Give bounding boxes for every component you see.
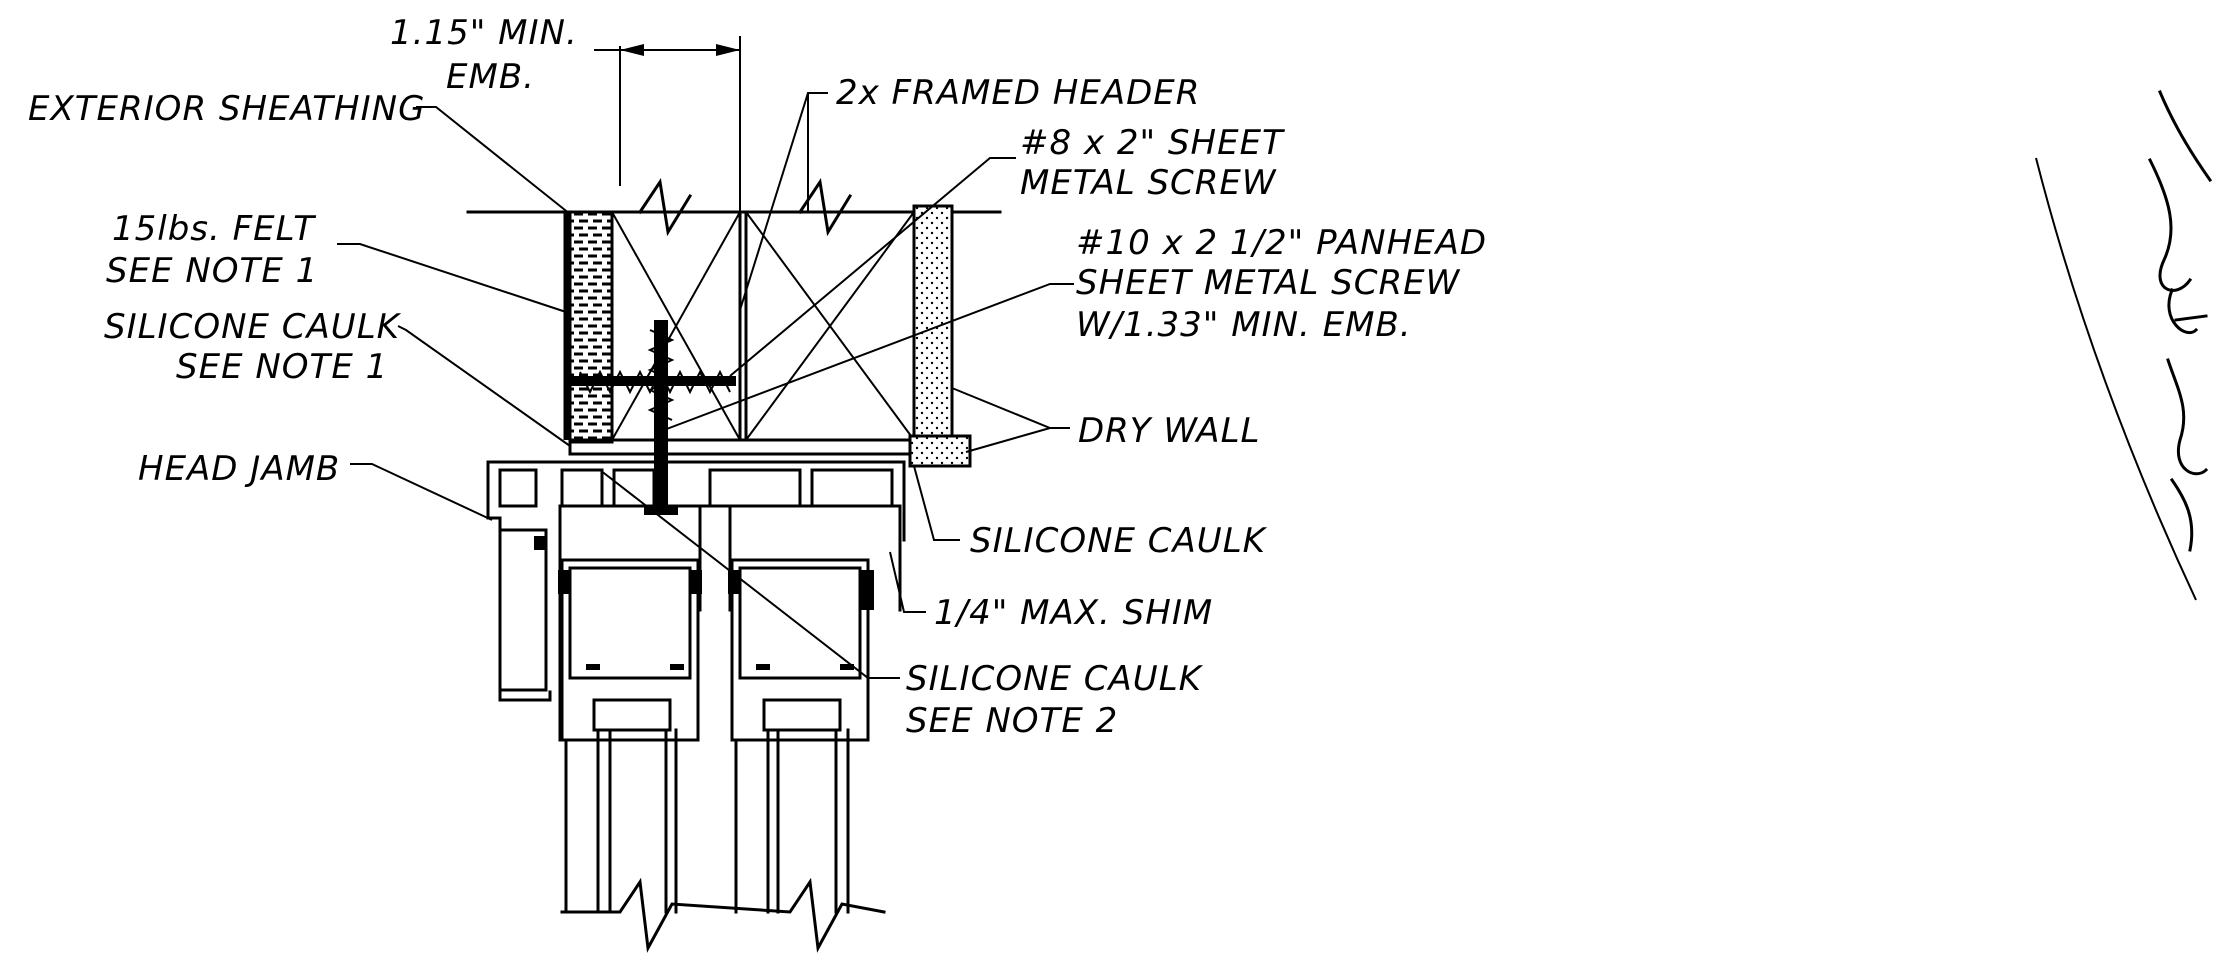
label-dry-wall: DRY WALL (1078, 411, 1260, 451)
label-caulk-note2-line1: SILICONE CAULK (906, 659, 1204, 699)
exterior-sheathing (568, 210, 614, 444)
label-screw8-line2: METAL SCREW (1020, 163, 1277, 203)
label-felt-line2: SEE NOTE 1 (106, 251, 318, 291)
label-min-emb-line2: EMB. (446, 57, 535, 97)
label-screw10-line1: #10 x 2 1/2" PANHEAD (1076, 223, 1487, 263)
label-screw10-line2: SHEET METAL SCREW (1076, 263, 1461, 303)
signature-mark (2035, 90, 2213, 601)
annotation-labels: 1.15" MIN. EMB. 2x FRAMED HEADER EXTERIO… (28, 13, 1487, 741)
wall-assembly (466, 177, 1002, 468)
label-max-shim: 1/4" MAX. SHIM (934, 593, 1213, 633)
label-head-jamb: HEAD JAMB (138, 449, 340, 489)
label-felt-line1: 15lbs. FELT (112, 209, 316, 249)
label-silicone-caulk: SILICONE CAULK (970, 521, 1268, 561)
label-caulk-note1-line2: SEE NOTE 1 (176, 347, 388, 387)
embedment-dimension (594, 36, 741, 212)
label-caulk-note2-line2: SEE NOTE 2 (906, 701, 1118, 741)
label-screw10-line3: W/1.33" MIN. EMB. (1076, 305, 1412, 345)
label-screw8-line1: #8 x 2" SHEET (1020, 123, 1285, 163)
label-min-emb-line1: 1.15" MIN. (390, 13, 578, 53)
leader-lines (337, 92, 1074, 679)
head-jamb-frame (486, 460, 906, 953)
label-framed-header: 2x FRAMED HEADER (836, 73, 1200, 113)
label-caulk-note1-line1: SILICONE CAULK (104, 307, 402, 347)
label-exterior-sheathing: EXTERIOR SHEATHING (28, 89, 425, 129)
